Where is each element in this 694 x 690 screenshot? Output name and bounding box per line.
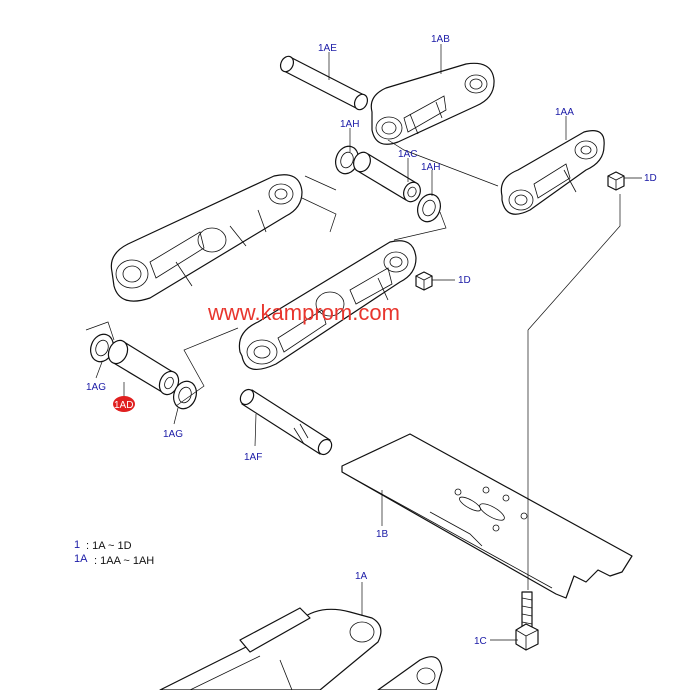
label-1AA: 1AA (555, 107, 574, 118)
label-1AG-right: 1AG (163, 429, 183, 440)
label-1D-right: 1D (644, 173, 657, 184)
label-1D-center: 1D (458, 275, 471, 286)
bush-1AC[interactable] (351, 150, 424, 205)
link-pair-left[interactable] (110, 174, 303, 302)
label-1AE: 1AE (318, 43, 337, 54)
link-pair-center[interactable] (238, 240, 417, 371)
label-1B: 1B (376, 529, 389, 540)
pin-1AE[interactable] (278, 54, 370, 112)
seal-1AG-left[interactable] (87, 331, 117, 365)
link-1AA[interactable] (500, 130, 605, 215)
nut-1D-right[interactable] (607, 171, 625, 191)
label-1AH-lower: 1AH (421, 162, 440, 173)
legend-value-1A: : 1AA ~ 1AH (94, 555, 154, 567)
label-1AF: 1AF (244, 452, 262, 463)
shoe-1B[interactable] (341, 433, 633, 599)
nut-1D-center[interactable] (415, 271, 433, 291)
label-1AD-highlight[interactable]: 1AD (113, 396, 135, 412)
label-1AC: 1AC (398, 149, 417, 160)
watermark-text: www.kamprom.com (207, 300, 400, 325)
label-1AB: 1AB (431, 34, 450, 45)
label-1AG-left: 1AG (86, 382, 106, 393)
label-1AD: 1AD (114, 400, 133, 411)
seal-1AG-right[interactable] (170, 378, 200, 412)
bush-1AD[interactable] (105, 337, 182, 397)
legend-key-1: 1 (74, 539, 80, 551)
track-assembly-1A[interactable] (159, 607, 443, 690)
bolt-1C[interactable] (515, 591, 539, 651)
legend-value-1: : 1A ~ 1D (86, 540, 132, 552)
label-1AH-upper: 1AH (340, 119, 359, 130)
legend-key-1A: 1A (74, 553, 88, 565)
seal-1AH-lower[interactable] (414, 191, 444, 225)
highlight-marker (113, 396, 135, 412)
label-1A: 1A (355, 571, 368, 582)
link-1AB[interactable] (370, 62, 495, 145)
label-1C: 1C (474, 636, 487, 647)
pin-1AF[interactable] (238, 387, 335, 457)
legend: 1 : 1A ~ 1D 1A : 1AA ~ 1AH (74, 539, 154, 567)
